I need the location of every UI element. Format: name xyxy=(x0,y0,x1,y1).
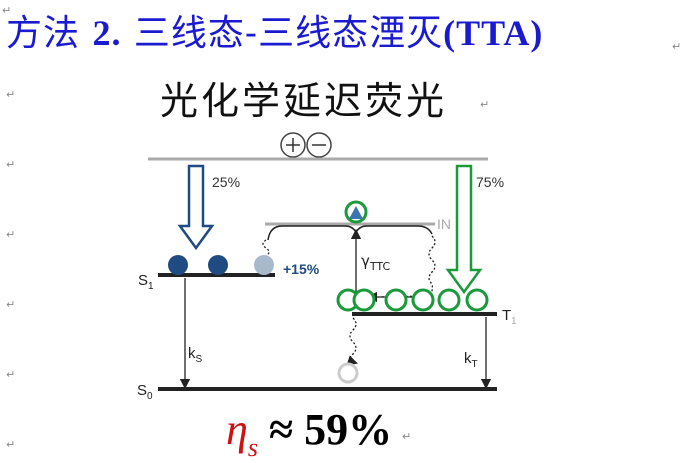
paragraph-mark-icon: ↵ xyxy=(402,430,412,443)
gamma-label: γTTC xyxy=(361,252,390,273)
subtitle: 光化学延迟荧光 xyxy=(160,79,448,123)
t1-label: T1 xyxy=(502,307,517,327)
triplet-excitons xyxy=(336,288,489,312)
singlet-exciton-icon xyxy=(208,255,228,275)
singlet-arrow-icon xyxy=(177,164,215,251)
s1-label: S1 xyxy=(138,272,154,292)
nonradiative-wavy-arrow xyxy=(346,317,358,366)
slide-title: 方法 2. 三线态-三线态湮灭(TTA) xyxy=(6,4,543,56)
paragraph-mark-icon: ↵ xyxy=(6,88,16,101)
extra-singlet-label: +15% xyxy=(283,261,320,277)
efficiency-value: ≈ 59% xyxy=(268,405,393,454)
annihilated-exciton-icon xyxy=(344,200,368,224)
paragraph-mark-icon: ↵ xyxy=(2,4,12,17)
kt-label: kT xyxy=(464,350,478,370)
delayed-singlet-exciton-icon xyxy=(254,255,274,275)
paragraph-mark-icon: ↵ xyxy=(6,368,16,381)
eta-subscript: s xyxy=(247,433,258,462)
paragraph-mark-icon: ↵ xyxy=(672,40,682,53)
ks-label: kS xyxy=(188,345,203,365)
paragraph-mark-icon: ↵ xyxy=(480,98,490,111)
title-prefix: 方法 xyxy=(6,13,81,54)
triplet-arrow-icon xyxy=(445,164,483,295)
brace xyxy=(267,225,433,241)
title-abbr: (TTA) xyxy=(443,13,544,53)
efficiency-formula: ηs ≈ 59% xyxy=(226,404,392,463)
paragraph-mark-icon: ↵ xyxy=(6,298,16,311)
singlet-fraction-label: 25% xyxy=(212,174,240,190)
charge-pair-icon xyxy=(280,132,332,158)
ground-state-exciton-icon xyxy=(337,362,359,384)
paragraph-mark-icon: ↵ xyxy=(6,158,16,171)
triplet-fraction-label: 75% xyxy=(476,174,504,190)
title-number: 2. xyxy=(92,13,122,53)
paragraph-mark-icon: ↵ xyxy=(6,438,16,451)
title-text: 三线态-三线态湮灭 xyxy=(133,13,444,54)
singlet-exciton-icon xyxy=(168,255,188,275)
paragraph-mark-icon: ↵ xyxy=(6,228,16,241)
wavy-arrow-right xyxy=(379,235,436,298)
eta-symbol: η xyxy=(226,405,248,454)
intermediate-label: IN xyxy=(437,216,451,232)
s0-label: S0 xyxy=(137,382,153,402)
